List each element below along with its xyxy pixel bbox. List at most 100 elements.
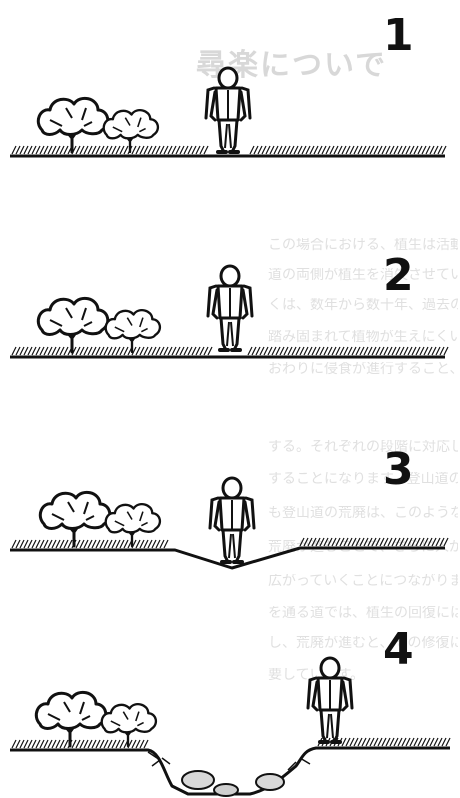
- grass-stroke: [348, 538, 352, 546]
- grass-stroke: [440, 347, 444, 355]
- grass-stroke: [24, 740, 28, 748]
- grass-stroke: [28, 740, 32, 748]
- grass-stroke: [254, 146, 258, 154]
- grass-stroke: [280, 347, 284, 355]
- grass-stroke: [376, 347, 380, 355]
- grass-stroke: [120, 347, 124, 355]
- grass-stroke: [52, 347, 56, 355]
- grass-stroke: [386, 146, 390, 154]
- grass-stroke: [414, 146, 418, 154]
- grass-stroke: [436, 538, 440, 546]
- grass-stroke: [64, 146, 68, 154]
- grass-stroke: [196, 347, 200, 355]
- shrub-icon: [38, 298, 107, 352]
- grass-stroke: [68, 540, 72, 548]
- grass-stroke: [426, 738, 430, 746]
- grass-stroke: [140, 146, 144, 154]
- grass-stroke: [274, 146, 278, 154]
- grass-stroke: [260, 347, 264, 355]
- grass-stroke: [316, 347, 320, 355]
- grass-stroke: [108, 540, 112, 548]
- grass-stroke: [332, 347, 336, 355]
- grass-stroke: [258, 146, 262, 154]
- grass-stroke: [336, 538, 340, 546]
- grass-stroke: [24, 540, 28, 548]
- grass-stroke: [52, 740, 56, 748]
- panel-1: 1: [10, 10, 445, 156]
- grass-stroke: [314, 146, 318, 154]
- grass-stroke: [12, 347, 16, 355]
- grass-stroke: [108, 740, 112, 748]
- grass-stroke: [408, 538, 412, 546]
- shrub-icon: [36, 692, 105, 746]
- grass-stroke: [64, 540, 68, 548]
- grass-stroke: [442, 146, 446, 154]
- grass-stroke: [72, 740, 76, 748]
- grass-stroke: [184, 347, 188, 355]
- grass-stroke: [44, 540, 48, 548]
- grass-stroke: [398, 146, 402, 154]
- grass-stroke: [390, 146, 394, 154]
- grass-stroke: [332, 538, 336, 546]
- grass-stroke: [422, 146, 426, 154]
- grass-stroke: [294, 146, 298, 154]
- grass-stroke: [328, 347, 332, 355]
- grass-stroke: [16, 146, 20, 154]
- grass-stroke: [56, 146, 60, 154]
- shrub-icon: [104, 110, 158, 152]
- grass-stroke: [124, 347, 128, 355]
- grass-stroke: [76, 740, 80, 748]
- grass-stroke: [366, 146, 370, 154]
- grass-stroke: [320, 538, 324, 546]
- grass-stroke: [438, 146, 442, 154]
- grass-stroke: [204, 347, 208, 355]
- grass-stroke: [112, 540, 116, 548]
- grass-stroke: [396, 347, 400, 355]
- grass-stroke: [132, 146, 136, 154]
- grass-stroke: [418, 146, 422, 154]
- grass-stroke: [368, 347, 372, 355]
- grass-stroke: [256, 347, 260, 355]
- grass-stroke: [346, 738, 350, 746]
- grass-stroke: [410, 738, 414, 746]
- grass-stroke: [136, 740, 140, 748]
- grass-stroke: [104, 740, 108, 748]
- grass-stroke: [304, 347, 308, 355]
- grass-stroke: [40, 347, 44, 355]
- grass-stroke: [180, 146, 184, 154]
- grass-stroke: [428, 538, 432, 546]
- grass-stroke: [56, 740, 60, 748]
- grass-stroke: [56, 347, 60, 355]
- grass-stroke: [426, 146, 430, 154]
- grass-stroke: [136, 146, 140, 154]
- grass-stroke: [370, 146, 374, 154]
- grass-stroke: [334, 146, 338, 154]
- grass-stroke: [420, 538, 424, 546]
- grass-stroke: [354, 738, 358, 746]
- grass-stroke: [24, 146, 28, 154]
- grass-stroke: [12, 146, 16, 154]
- grass-stroke: [88, 740, 92, 748]
- grass-stroke: [20, 347, 24, 355]
- grass-stroke: [320, 347, 324, 355]
- grass-stroke: [156, 540, 160, 548]
- grass-stroke: [36, 347, 40, 355]
- grass-stroke: [344, 347, 348, 355]
- grass-stroke: [156, 146, 160, 154]
- grass-stroke: [116, 740, 120, 748]
- grass-stroke: [16, 540, 20, 548]
- grass-stroke: [374, 146, 378, 154]
- grass-stroke: [342, 738, 346, 746]
- grass-stroke: [112, 146, 116, 154]
- grass-stroke: [390, 738, 394, 746]
- grass-stroke: [376, 538, 380, 546]
- grass-stroke: [108, 347, 112, 355]
- grass-stroke: [278, 146, 282, 154]
- grass-stroke: [100, 347, 104, 355]
- grass-stroke: [394, 146, 398, 154]
- grass-stroke: [372, 538, 376, 546]
- grass-stroke: [424, 347, 428, 355]
- panel-2: 2: [10, 250, 445, 357]
- grass-stroke: [48, 146, 52, 154]
- grass-stroke: [200, 146, 204, 154]
